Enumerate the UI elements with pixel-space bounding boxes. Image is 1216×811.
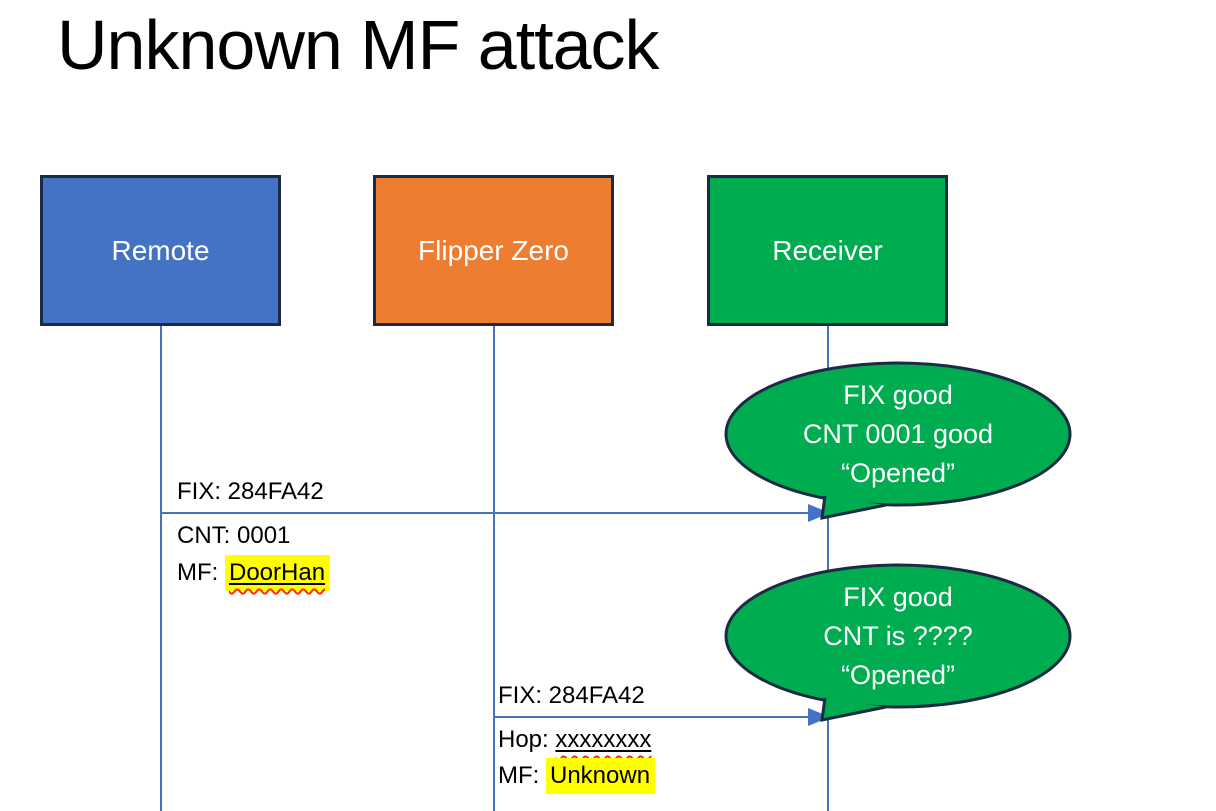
- lifeline-remote: [160, 326, 162, 811]
- actor-label-flipper-zero: Flipper Zero: [418, 234, 569, 266]
- lifeline-receiver: [827, 326, 829, 811]
- callout2-line1: FIX good: [843, 581, 953, 612]
- message2-hop-prefix: Hop:: [498, 726, 556, 753]
- message1-mf-highlight: DoorHan: [225, 555, 331, 591]
- message1-mf-prefix: MF:: [177, 559, 225, 586]
- message1-mf-value: DoorHan: [229, 559, 326, 586]
- message1-cnt-label: CNT: 0001: [177, 522, 291, 549]
- callout1-text: FIX good CNT 0001 good “Opened”: [728, 366, 1068, 502]
- actor-box-flipper-zero: Flipper Zero: [373, 175, 614, 326]
- actor-box-remote: Remote: [40, 175, 281, 326]
- message2-arrow-line: [494, 716, 811, 718]
- message2-hop-label: Hop: xxxxxxxx: [498, 724, 651, 756]
- callout1-bubble-shape: [724, 361, 1072, 520]
- message2-mf-value: Unknown: [546, 758, 656, 794]
- message2-fix-label: FIX: 284FA42: [498, 682, 645, 709]
- callout1-line1: FIX good: [843, 379, 953, 410]
- callout2-line3: “Opened”: [840, 659, 956, 690]
- message2-hop-value: xxxxxxxx: [555, 726, 652, 753]
- slide-title: Unknown MF attack: [57, 6, 660, 84]
- callout2-bubble-shape: [724, 563, 1072, 722]
- callout1-line2: CNT 0001 good: [802, 418, 994, 449]
- actor-label-remote: Remote: [111, 234, 210, 266]
- message2-mf-label: MF: Unknown: [498, 758, 656, 794]
- actor-label-receiver: Receiver: [772, 234, 883, 266]
- lifeline-flipper: [493, 326, 495, 811]
- callout1-line3: “Opened”: [840, 457, 956, 488]
- actor-box-receiver: Receiver: [707, 175, 948, 326]
- callout2-text: FIX good CNT is ???? “Opened”: [728, 568, 1068, 704]
- message1-arrow-line: [161, 512, 811, 514]
- callout2-line2: CNT is ????: [823, 620, 973, 651]
- message1-fix-label: FIX: 284FA42: [177, 478, 324, 505]
- message1-mf-label: MF: DoorHan: [177, 555, 331, 591]
- message2-mf-prefix: MF:: [498, 762, 546, 789]
